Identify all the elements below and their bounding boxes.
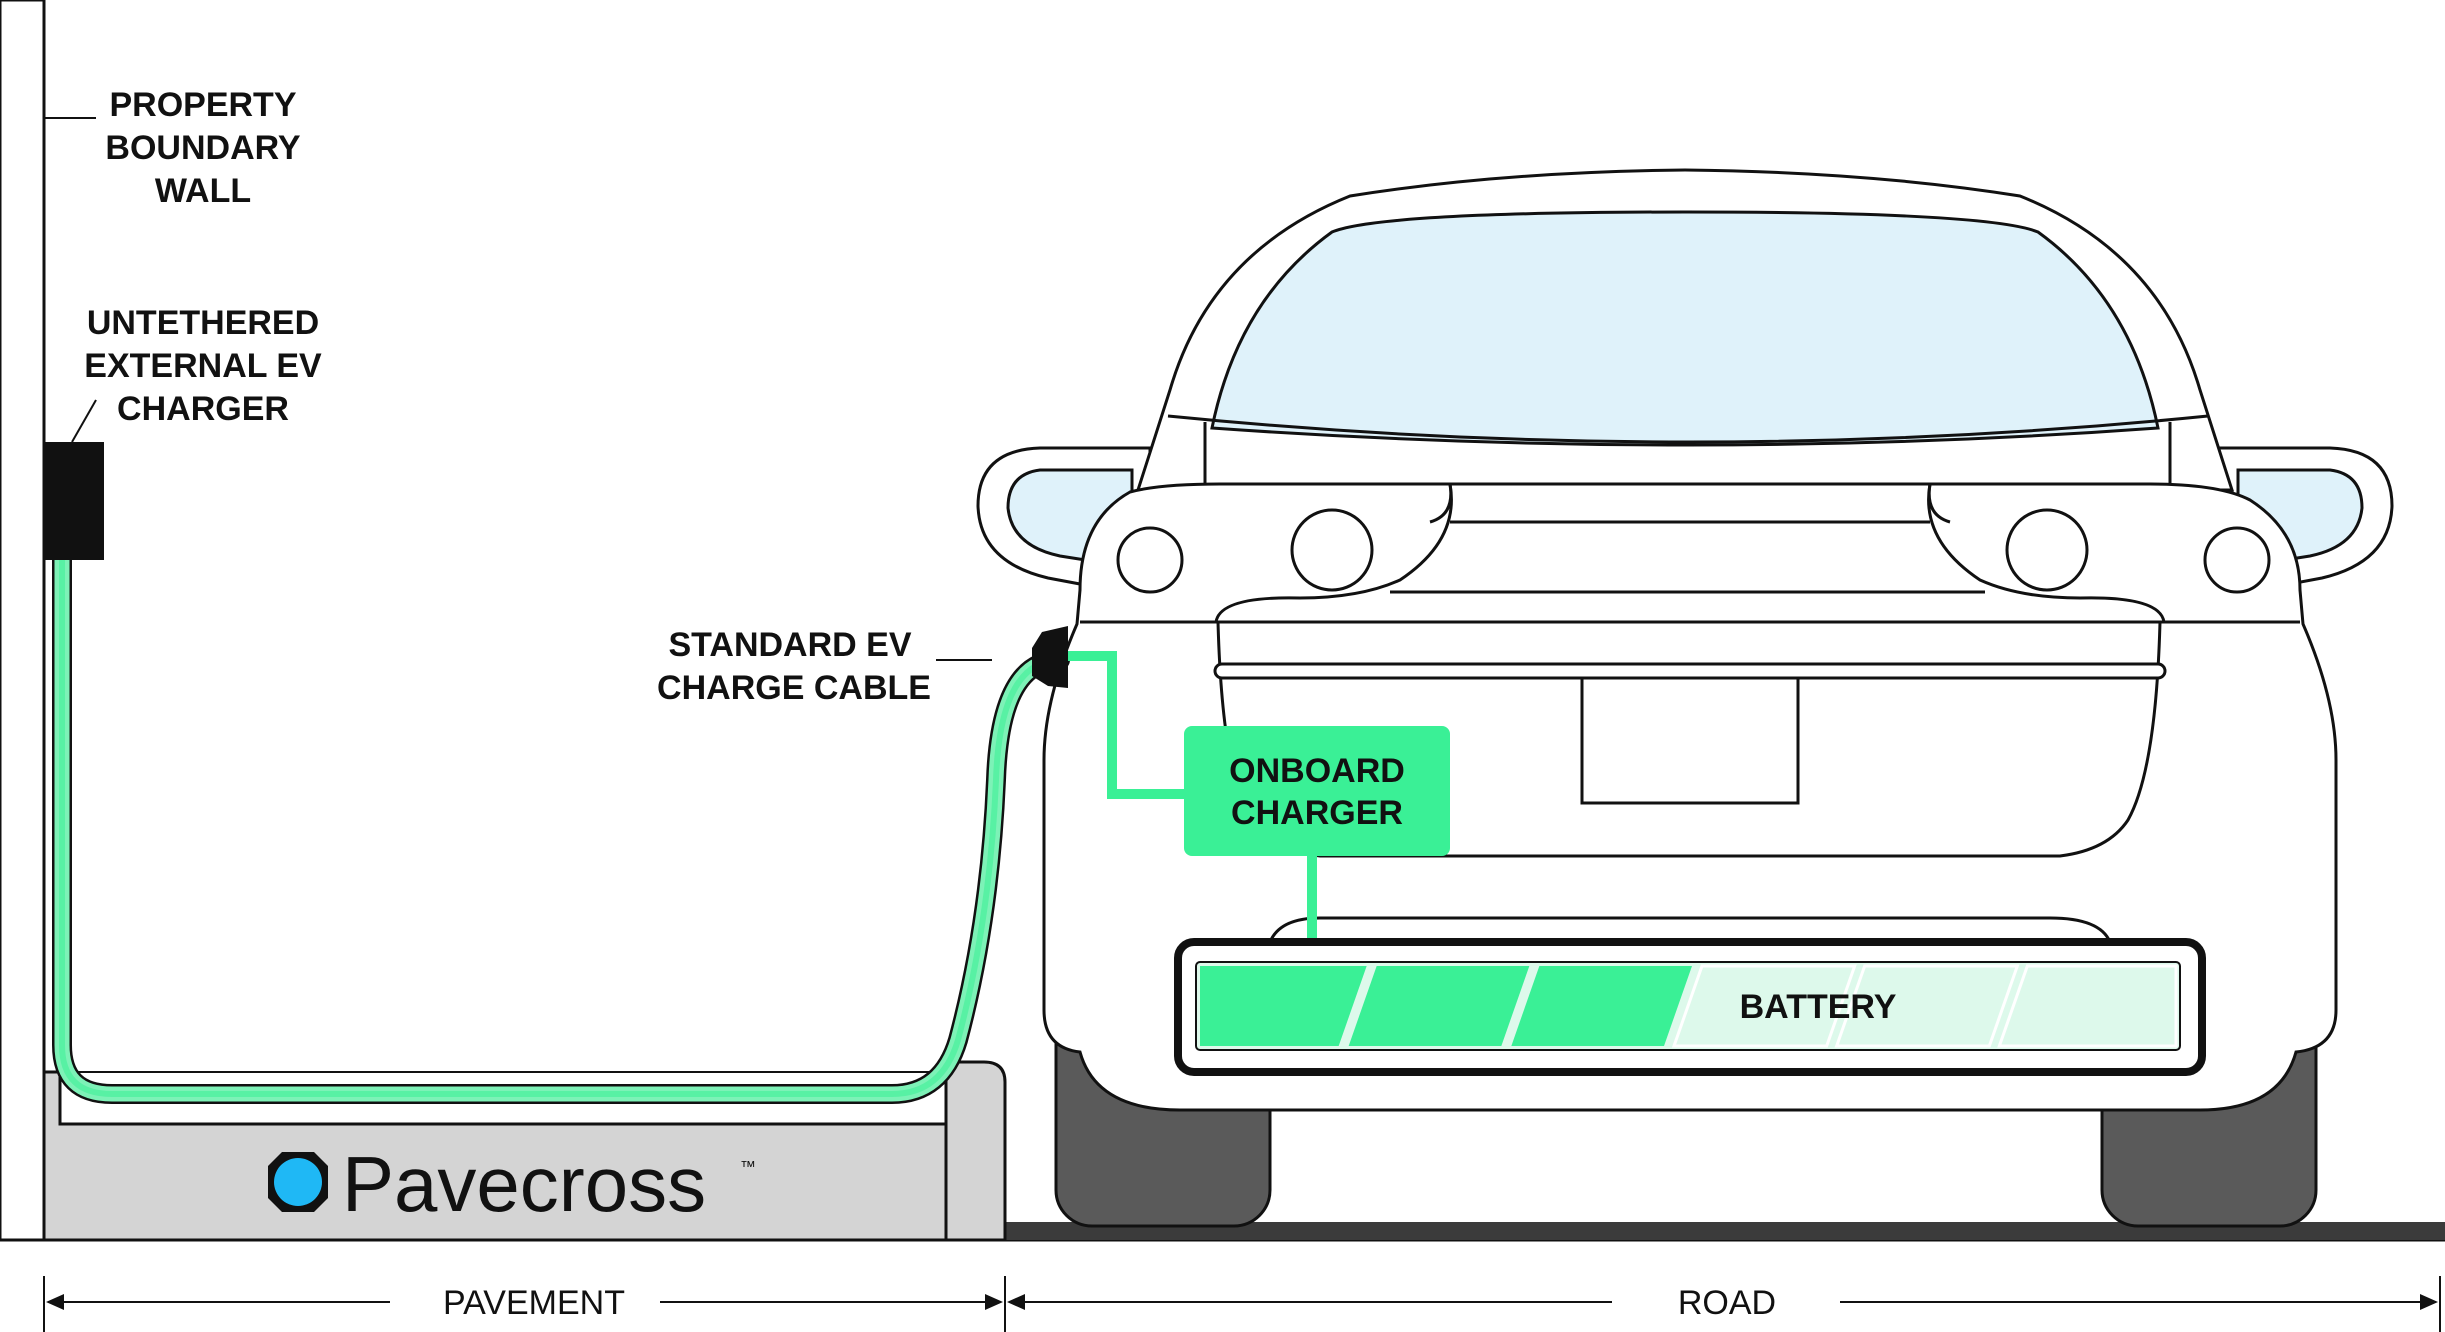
cable-label-line-2: CHARGE CABLE [657,669,931,707]
onboard-wiring [1068,651,1317,944]
onboard-charger-label-line-1: ONBOARD [1229,752,1405,790]
battery-segment-empty [1671,964,1857,1048]
pavecross-logo-icon [268,1152,328,1212]
right-inner-light [2005,508,2089,592]
untethered-external-ev-charger [44,442,104,560]
cable-label-line-1: STANDARD EV [668,626,911,664]
pavecross-logo: Pavecross ™ [268,1140,756,1228]
battery-segment-filled [1511,966,1692,1046]
leader-line-charger [71,399,97,443]
pavement-dimension-label: PAVEMENT [443,1284,625,1322]
wall-label-line-2: BOUNDARY [105,129,301,167]
road-dimension-label: ROAD [1678,1284,1776,1322]
onboard-charger: ONBOARD CHARGER [1184,726,1450,856]
charger-label-line-3: CHARGER [117,390,289,428]
right-outer-light [2203,526,2271,594]
left-inner-light [1290,508,1374,592]
callout-wall: PROPERTY BOUNDARY WALL [44,86,301,210]
battery-segment-filled [1348,966,1530,1046]
callout-charger: UNTETHERED EXTERNAL EV CHARGER [71,304,322,443]
wall-label-line-3: WALL [155,172,251,210]
battery-segment-filled [1200,966,1367,1046]
charger-label-line-2: EXTERNAL EV [84,347,322,385]
wall-label-line-1: PROPERTY [109,86,296,124]
charge-port-connector [1032,626,1068,688]
licence-plate [1580,676,1800,805]
left-outer-light [1116,526,1184,594]
property-boundary-wall [0,0,46,1242]
dimension-road: ROAD [1007,1276,2441,1332]
onboard-charger-label-line-2: CHARGER [1231,794,1403,832]
standard-ev-charge-cable [52,550,1070,1104]
road-surface [1005,1222,2445,1240]
battery-segments [1200,964,2178,1048]
chrome-trim [1213,662,2167,680]
pavecross-wordmark: Pavecross [342,1140,706,1228]
battery-label: BATTERY [1740,988,1897,1026]
callout-cable: STANDARD EV CHARGE CABLE [657,626,992,707]
charger-label-line-1: UNTETHERED [87,304,319,342]
trademark-symbol: ™ [740,1159,756,1176]
dimension-pavement: PAVEMENT [43,1276,1006,1332]
battery: BATTERY [1174,938,2206,1076]
battery-segment-empty [1997,964,2178,1048]
battery-segment-empty [1834,964,2020,1048]
rear-windshield [1210,210,2160,447]
